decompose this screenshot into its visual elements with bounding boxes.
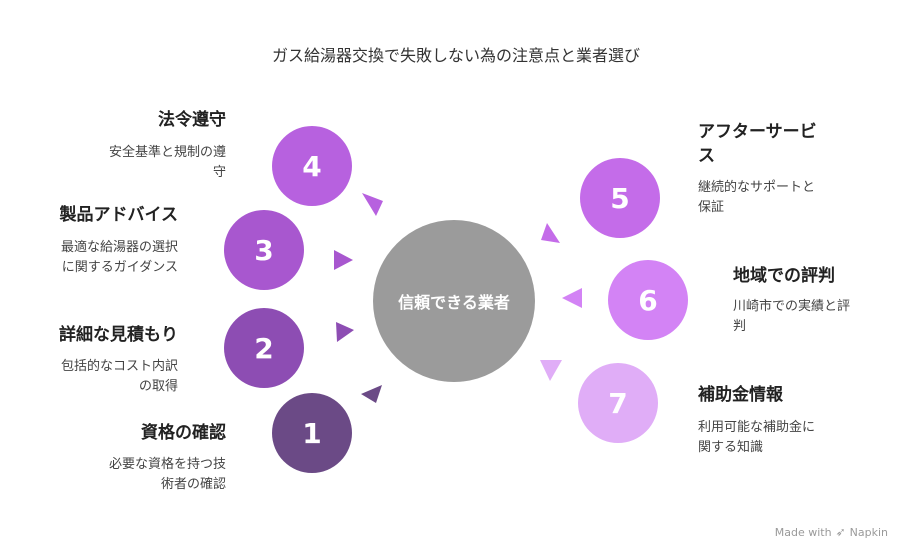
item-2-desc-line-2: の取得	[138, 379, 178, 394]
item-2-number: 2	[254, 331, 274, 365]
arrow-item-2	[336, 322, 354, 342]
item-7-desc: 利用可能な補助金に 関する知識	[698, 418, 878, 458]
item-6-circle: 6	[608, 260, 688, 340]
diagram-title: ガス給湯器交換で失敗しない為の注意点と業者選び	[271, 46, 640, 65]
item-4-title: 法令遵守	[158, 110, 226, 130]
item-6-desc: 川崎市での実績と評 判	[733, 297, 903, 337]
item-1-title: 資格の確認	[141, 423, 226, 443]
item-7-circle: 7	[578, 363, 658, 443]
item-5-circle: 5	[580, 158, 660, 238]
item-1-desc-line-2: 術者の確認	[160, 477, 226, 492]
item-6-number: 6	[638, 283, 658, 317]
item-3-desc: 最適な給湯器の選択 に関するガイダンス	[0, 238, 178, 278]
item-4-circle: 4	[272, 126, 352, 206]
item-1-desc-line-1: 必要な資格を持つ技	[108, 457, 226, 472]
item-4-number: 4	[302, 149, 322, 183]
item-5-number: 5	[610, 181, 630, 215]
item-7-title: 補助金情報	[698, 385, 783, 405]
item-7-desc-line-2: 関する知識	[698, 440, 764, 455]
arrow-item-1	[361, 385, 382, 403]
item-4-desc-line-1: 安全基準と規制の遵	[108, 145, 226, 160]
item-5-desc: 継続的なサポートと 保証	[698, 178, 878, 218]
item-3-desc-line-2: に関するガイダンス	[61, 260, 178, 275]
item-5-desc-line-1: 継続的なサポートと	[698, 180, 816, 195]
napkin-logo-icon: ➶	[835, 525, 846, 539]
item-2-desc: 包括的なコスト内訳 の取得	[0, 357, 178, 397]
item-2-circle: 2	[224, 308, 304, 388]
item-5-title-line-1: アフターサービ	[698, 122, 817, 142]
item-5-title-line-2: ス	[698, 146, 715, 166]
arrow-item-4	[362, 193, 383, 216]
center-label: 信頼できる業者	[398, 293, 510, 312]
arrow-item-7	[540, 360, 562, 381]
footer-text: Made with	[774, 525, 832, 539]
item-1-desc: 必要な資格を持つ技 術者の確認	[26, 455, 226, 495]
item-2-desc-line-1: 包括的なコスト内訳	[60, 359, 178, 374]
center-circle: 信頼できる業者	[373, 220, 535, 382]
item-6-title: 地域での評判	[733, 266, 835, 286]
item-6-desc-line-2: 判	[733, 319, 747, 334]
item-5-desc-line-2: 保証	[698, 200, 725, 215]
item-3-desc-line-1: 最適な給湯器の選択	[60, 240, 178, 255]
item-2-title: 詳細な見積もり	[59, 325, 178, 345]
item-5-title: アフターサービ ス	[698, 120, 878, 168]
arrow-item-6	[562, 288, 582, 308]
item-3-title: 製品アドバイス	[59, 205, 179, 225]
item-3-number: 3	[254, 233, 274, 267]
item-4-desc: 安全基準と規制の遵 守	[26, 143, 226, 183]
item-1-number: 1	[302, 416, 322, 450]
item-6-desc-line-1: 川崎市での実績と評	[733, 299, 851, 314]
item-3-circle: 3	[224, 210, 304, 290]
footer: Made with ➶ Napkin	[775, 525, 888, 539]
item-7-desc-line-1: 利用可能な補助金に	[698, 420, 816, 435]
item-7-number: 7	[608, 386, 628, 420]
item-4-desc-line-2: 守	[212, 165, 226, 180]
arrow-item-3	[334, 250, 353, 270]
item-1-circle: 1	[272, 393, 352, 473]
footer-brand: Napkin	[849, 525, 888, 539]
arrow-item-5	[541, 223, 560, 243]
